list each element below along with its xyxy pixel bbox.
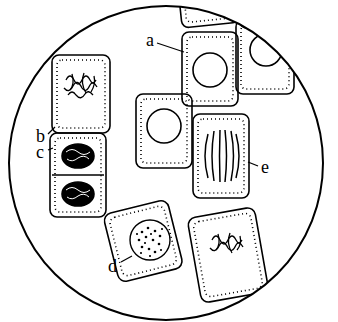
leader-lines (48, 43, 258, 262)
callout-letter: a (146, 31, 154, 49)
callout-letter: d (108, 257, 117, 275)
callout-letter: e (261, 158, 269, 176)
callout-letter: c (36, 143, 44, 161)
